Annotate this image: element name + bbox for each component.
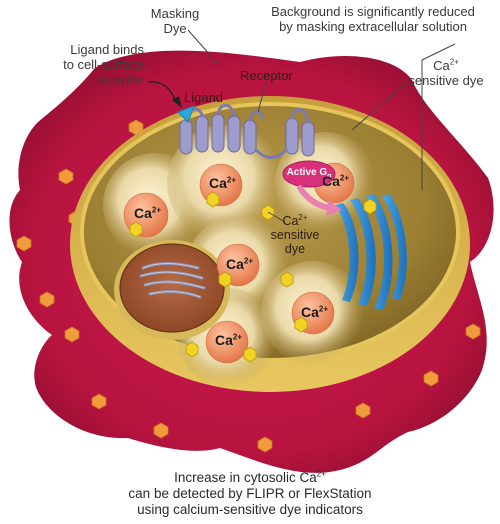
calcium-sup: 2+ — [243, 256, 254, 266]
ligand-label: Ligand — [184, 90, 224, 105]
ca-sensitive-outer-line-2: sensitive dye — [408, 73, 484, 88]
calcium-sup: 2+ — [339, 173, 350, 183]
ligand-binds-label: Ligand binds to cell-surface receptor — [4, 42, 144, 87]
ca-sensitive-outer-line-1: Ca2+ — [394, 58, 498, 73]
callout-lines — [187, 29, 456, 223]
ca-inner-base: Ca — [282, 214, 299, 228]
active-gq-shape — [282, 160, 336, 188]
ca-inner-line-3: dye — [284, 242, 306, 256]
calcium-label: Ca2+ — [301, 304, 328, 320]
endoplasmic-reticulum — [335, 194, 407, 310]
calcium-label: Ca2+ — [209, 175, 236, 191]
ca-sensitive-dye-inner-label: Ca2+ sensitive dye — [270, 212, 320, 256]
ca-inner-sup: 2+ — [298, 212, 308, 222]
calcium-base: Ca — [301, 304, 319, 320]
masking-dye-line-2: Dye — [163, 21, 187, 36]
cell-dye-hexagons — [129, 191, 377, 363]
calcium-sup: 2+ — [232, 332, 243, 342]
ca-outer-base: Ca — [433, 58, 450, 73]
calcium-sup: 2+ — [226, 175, 237, 185]
active-gq-sub: q — [327, 173, 332, 180]
calcium-label: Ca2+ — [215, 332, 242, 348]
bottom-line-1-sup: 2+ — [316, 469, 326, 479]
calcium-label: Ca2+ — [322, 173, 349, 189]
ca-sensitive-dye-outer-label: Ca2+ sensitive dye — [394, 58, 498, 88]
masking-dye-line-1: Masking — [150, 6, 200, 21]
ligand-callout-arrowhead — [172, 96, 182, 108]
bottom-caption: Increase in cytosolic Ca2+ can be detect… — [0, 470, 500, 518]
active-gq-text: Active G — [286, 167, 328, 178]
calcium-spheres — [123, 162, 355, 364]
ca-outer-sup: 2+ — [449, 57, 459, 67]
calcium-label: Ca2+ — [134, 205, 161, 221]
bottom-caption-line-1: Increase in cytosolic Ca2+ — [0, 470, 500, 486]
ca-inner-line-1: Ca2+ — [270, 212, 320, 228]
nucleus — [114, 240, 230, 340]
background-line-2: by masking extracellular solution — [279, 19, 467, 34]
masking-dye-label: Masking Dye — [140, 6, 210, 36]
background-label: Background is significantly reduced by m… — [248, 4, 498, 34]
active-gq-label: Active Gq — [283, 166, 335, 184]
background-line-1: Background is significantly reduced — [271, 4, 475, 19]
calcium-label: Ca2+ — [226, 256, 253, 272]
bottom-line-1-text: Increase in cytosolic Ca — [174, 470, 317, 485]
calcium-sup: 2+ — [151, 205, 162, 215]
calcium-sup: 2+ — [318, 304, 329, 314]
calcium-base: Ca — [215, 332, 233, 348]
receptors — [179, 113, 315, 157]
bottom-caption-line-2: can be detected by FLIPR or FlexStation — [128, 486, 372, 501]
ligand-shape — [177, 105, 195, 123]
receptor-label: Receptor — [240, 68, 293, 83]
ligand-binds-line-1: Ligand binds — [70, 42, 144, 57]
ligand-binds-line-3: receptor — [96, 72, 144, 87]
calcium-base: Ca — [209, 175, 227, 191]
calcium-base: Ca — [322, 173, 340, 189]
calcium-base: Ca — [226, 256, 244, 272]
ca-inner-line-2: sensitive — [270, 228, 320, 242]
calcium-base: Ca — [134, 205, 152, 221]
gq-arrow — [297, 185, 342, 216]
ligand-binds-line-2: to cell-surface — [63, 57, 144, 72]
bottom-caption-line-3: using calcium-sensitive dye indicators — [137, 502, 363, 517]
